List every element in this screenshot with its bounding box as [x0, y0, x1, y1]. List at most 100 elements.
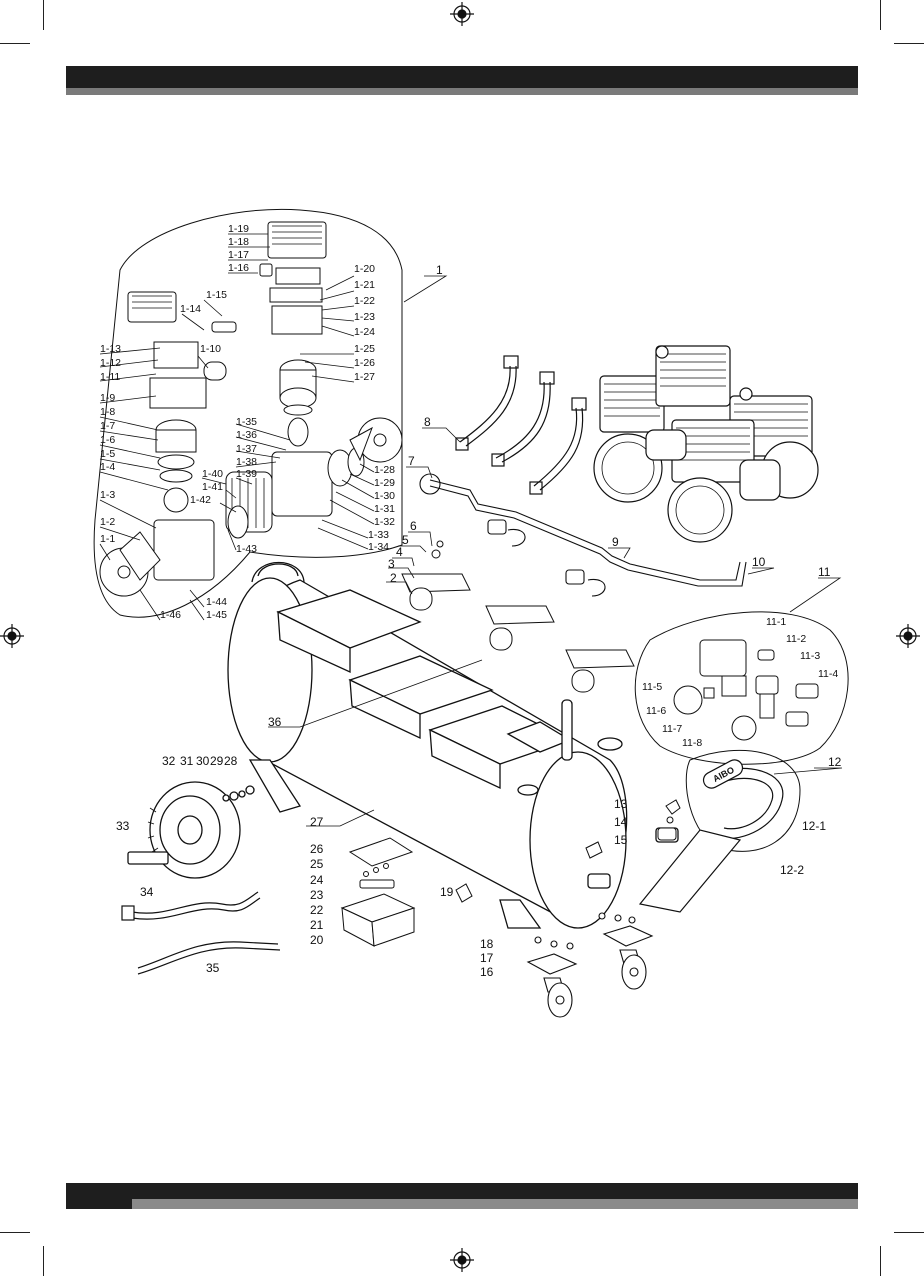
part-label: 32	[162, 754, 176, 768]
part-label: 1-13	[100, 343, 121, 355]
part-label: 29	[210, 754, 224, 768]
part-label: 1-35	[236, 416, 257, 428]
part-label: 1-41	[202, 481, 223, 493]
part-label: 11-6	[646, 705, 666, 717]
part-label: 11-4	[818, 668, 838, 680]
part-label: 5	[402, 533, 409, 547]
wheel	[127, 781, 255, 879]
part-label: 30	[196, 754, 210, 768]
part-label: 15	[614, 833, 628, 847]
part-label: 1-45	[206, 609, 227, 621]
part-label: 1-33	[368, 529, 389, 541]
header-bar	[66, 66, 858, 88]
part-label: 1-36	[236, 429, 257, 441]
part-label: 1-15	[206, 289, 227, 301]
part-label: 1-27	[354, 371, 375, 383]
part-label: 1-18	[228, 236, 249, 248]
regulator-group-outline	[634, 611, 849, 765]
main-label-leaders	[268, 275, 843, 827]
part-label: 4	[396, 545, 403, 559]
part-label: 18	[480, 937, 494, 951]
part-label: 11-2	[786, 633, 806, 645]
footer-bar	[66, 1183, 858, 1199]
part-label: 36	[268, 715, 282, 729]
crop-mark	[0, 1232, 30, 1233]
crop-mark	[43, 1246, 44, 1276]
part-label: 1-14	[180, 303, 201, 315]
part-label: 1-17	[228, 249, 249, 261]
motor-group-labels: 1-19 1-18 1-17 1-16 1-20 1-21 1-22 1-23 …	[100, 223, 395, 621]
check-valves	[401, 540, 635, 693]
part-label: 1-29	[374, 477, 395, 489]
part-label: 11-8	[682, 737, 702, 749]
part-label: 22	[310, 903, 324, 917]
registration-target-icon	[896, 624, 920, 648]
part-label: 1-11	[100, 371, 120, 383]
part-label: 1-26	[354, 357, 375, 369]
part-label: 1-37	[236, 443, 257, 455]
part-label: 26	[310, 842, 324, 856]
part-label: 1-25	[354, 343, 375, 355]
part-label: 35	[206, 961, 220, 975]
part-label: 17	[480, 951, 494, 965]
part-label: 1-30	[374, 490, 395, 502]
part-label: 1-20	[354, 263, 375, 275]
part-label: 1-40	[202, 468, 223, 480]
part-label: 1-3	[100, 489, 115, 501]
part-label: 24	[310, 873, 324, 887]
part-label: 1-8	[100, 406, 115, 418]
motor-label-leaders	[99, 233, 375, 621]
part-label: 1-28	[374, 464, 395, 476]
part-label: 13	[614, 797, 628, 811]
part-label: 19	[440, 885, 454, 899]
handle-group-outline	[685, 749, 801, 852]
junction-box	[340, 837, 416, 947]
crop-mark	[0, 43, 30, 44]
part-label: 1-2	[100, 516, 115, 528]
part-label: 28	[224, 754, 238, 768]
part-label: 1-9	[100, 392, 115, 404]
header-shadow	[66, 88, 858, 95]
motor-group-outline	[93, 208, 403, 618]
part-label: 34	[140, 885, 154, 899]
part-label: 8	[424, 415, 431, 429]
part-label: 23	[310, 888, 324, 902]
part-label: 1-24	[354, 326, 375, 338]
footer-block	[66, 1199, 132, 1209]
part-label: 7	[408, 454, 415, 468]
crop-mark	[43, 0, 44, 30]
part-label: 27	[310, 815, 324, 829]
part-label: 1-6	[100, 434, 115, 446]
main-labels: 1 2 3 4 5 6 7 8 9 10 11 12 13 14 15 16 1…	[116, 263, 842, 979]
part-label: 31	[180, 754, 194, 768]
part-label: 1-42	[190, 494, 211, 506]
part-label: 11	[818, 565, 831, 579]
part-label: 33	[116, 819, 130, 833]
crop-mark	[880, 0, 881, 30]
part-label: 1-5	[100, 448, 115, 460]
registration-target-icon	[450, 2, 474, 26]
part-label: 2	[390, 571, 397, 585]
motor-parts	[99, 221, 403, 597]
regulator-labels: 11-1 11-2 11-3 11-4 11-5 11-6 11-7 11-8	[642, 616, 838, 749]
part-label: 1-22	[354, 295, 375, 307]
crop-mark	[894, 43, 924, 44]
part-label: 1-16	[228, 262, 249, 274]
pump-assembly-illustration	[593, 345, 819, 543]
part-label: 11-3	[800, 650, 820, 662]
regulator-parts	[673, 639, 819, 741]
part-label: 3	[388, 557, 395, 571]
part-label: 1-10	[200, 343, 221, 355]
air-tank	[227, 561, 679, 929]
part-label: 1-1	[100, 533, 115, 545]
part-label: 16	[480, 965, 494, 979]
part-label: 9	[612, 535, 619, 549]
part-label: 1	[436, 263, 443, 277]
part-label: 1-32	[374, 516, 395, 528]
part-label: 12	[828, 755, 842, 769]
part-label: 1-31	[374, 503, 395, 515]
part-label: 1-46	[160, 609, 181, 621]
casters	[526, 912, 654, 1018]
part-label: 1-19	[228, 223, 249, 235]
registration-target-icon	[450, 1248, 474, 1272]
